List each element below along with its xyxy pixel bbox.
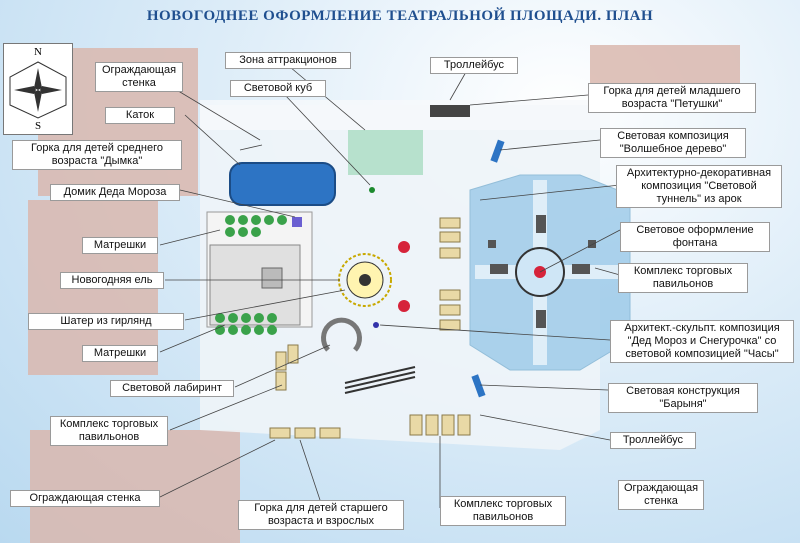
santa-house-core (261, 267, 283, 289)
label-attraction-zone: Зона аттракционов (225, 52, 351, 69)
label-matryoshka-top: Матрешки (82, 237, 158, 254)
label-fence-wall-bottom-left: Ограждающая стенка (10, 490, 160, 507)
light-object-2 (398, 300, 410, 312)
label-garland-tent: Шатер из гирлянд (28, 313, 184, 330)
santa-house-marker (292, 217, 302, 227)
road-top (200, 100, 610, 130)
trolleybus-top-marker (490, 139, 505, 163)
compass-rose: N S (3, 43, 73, 135)
label-barynya: Световая конструкция"Барыня" (608, 383, 758, 413)
new-year-tree-center (359, 274, 371, 286)
attraction-zone-area (348, 130, 423, 175)
label-new-year-tree: Новогодняя ель (60, 272, 164, 289)
santa-house-block (209, 244, 301, 326)
slide-young-shape (430, 105, 470, 117)
compass-star-icon (9, 61, 67, 119)
trade-pavilions-right (488, 215, 596, 328)
light-maze-shape (321, 317, 362, 352)
label-light-cube: Световой куб (230, 80, 326, 97)
stage-object (344, 366, 416, 394)
trolleybus-bottom-marker (471, 374, 486, 398)
label-trolleybus-bottom: Троллейбус (610, 432, 696, 449)
building-left-bottom (30, 430, 240, 543)
matryoshka-bushes-top (225, 215, 287, 237)
compass-north: N (34, 46, 42, 58)
matryoshka-bushes-bottom (215, 313, 277, 335)
skating-rink-shape (229, 162, 336, 206)
label-trolleybus-top: Троллейбус (430, 57, 518, 74)
light-cube-marker (369, 187, 375, 193)
page-title: НОВОГОДНЕЕ ОФОРМЛЕНИЕ ТЕАТРАЛЬНОЙ ПЛОЩАД… (146, 8, 654, 24)
trade-pavilions-bottom (269, 344, 471, 439)
label-santa-house: Домик Деда Мороза (50, 184, 180, 201)
label-light-maze: Световой лабиринт (110, 380, 234, 397)
santa-snow-marker (373, 322, 379, 328)
label-light-magic-tree: Световая композиция"Волшебное дерево" (600, 128, 746, 158)
compass-south: S (34, 120, 42, 132)
label-santa-snow: Архитект.-скульпт. композиция"Дед Мороз … (610, 320, 794, 363)
label-skating-rink: Каток (105, 107, 175, 124)
label-matryoshka-bottom: Матрешки (82, 345, 158, 362)
light-object-1 (398, 241, 410, 253)
light-tunnel-arches (439, 217, 461, 331)
